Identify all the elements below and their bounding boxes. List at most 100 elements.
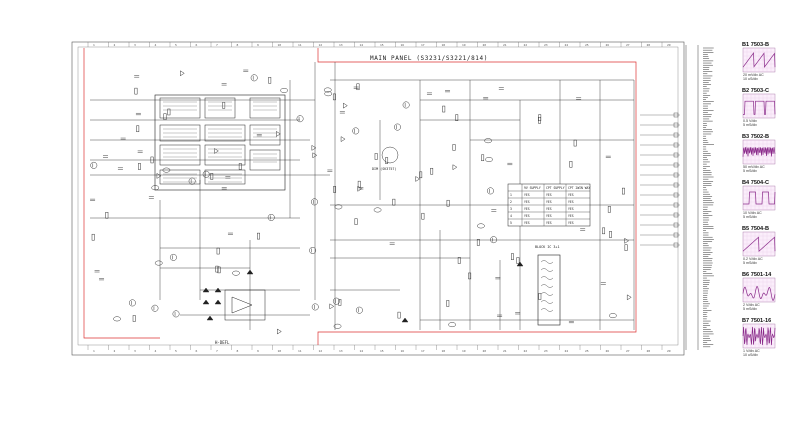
resistor bbox=[217, 266, 221, 274]
led-diode bbox=[202, 287, 210, 293]
ruler-number: 24 bbox=[565, 43, 569, 47]
resistor bbox=[138, 163, 141, 170]
ruler-number: 28 bbox=[647, 43, 651, 47]
table-cell: 5 bbox=[510, 221, 512, 225]
table-cell: 1 bbox=[510, 193, 512, 197]
table-cell: YES bbox=[546, 193, 552, 197]
resistor bbox=[134, 87, 138, 95]
ruler-number: 29 bbox=[667, 349, 671, 353]
transistor bbox=[267, 214, 275, 221]
ruler-number: 22 bbox=[524, 43, 528, 47]
resistor bbox=[385, 157, 389, 164]
waveform-scale-time: 5 mS/div bbox=[743, 123, 757, 127]
led-diode bbox=[202, 299, 210, 305]
waveform-title: B1 7503-B bbox=[742, 42, 769, 48]
ruler-number: 10 bbox=[278, 43, 282, 47]
connector-pin bbox=[673, 162, 679, 168]
ruler-number: 11 bbox=[298, 43, 302, 47]
table-cell: YES bbox=[524, 200, 530, 204]
waveform-scale-time: 5 mS/div bbox=[743, 307, 757, 311]
ruler-number: 7 bbox=[216, 43, 218, 47]
transistor bbox=[250, 74, 258, 82]
ruler-number: 11 bbox=[298, 349, 302, 353]
resistor bbox=[332, 93, 336, 101]
resistor bbox=[602, 227, 606, 235]
ruler-number: 3 bbox=[134, 349, 136, 353]
ruler-number: 7 bbox=[216, 349, 218, 353]
test-point bbox=[334, 204, 343, 210]
ruler-number: 6 bbox=[196, 43, 198, 47]
waveform-scale-time: 10 uS/div bbox=[743, 353, 758, 357]
table-cell: YES bbox=[546, 221, 552, 225]
waveform-trace bbox=[742, 326, 776, 346]
ruler-number: 29 bbox=[667, 43, 671, 47]
ruler-number: 6 bbox=[196, 349, 198, 353]
resistor bbox=[257, 232, 260, 240]
transistor bbox=[355, 306, 363, 314]
test-point bbox=[333, 323, 342, 329]
ic-outline bbox=[154, 94, 286, 191]
ruler-number: 1 bbox=[93, 349, 95, 353]
ruler-number: 4 bbox=[155, 349, 157, 353]
table-cell: 3 bbox=[510, 207, 512, 211]
ruler-number: 14 bbox=[360, 43, 364, 47]
transistor bbox=[394, 123, 401, 131]
ruler-number: 25 bbox=[585, 349, 589, 353]
diode bbox=[340, 136, 346, 143]
connector-pin bbox=[673, 172, 679, 178]
ruler-number: 2 bbox=[114, 43, 116, 47]
transistor bbox=[352, 127, 360, 135]
ruler-number: 19 bbox=[462, 349, 466, 353]
waveform-scale-time: 10 uS/div bbox=[743, 77, 758, 81]
transformer-winding bbox=[540, 268, 554, 272]
resistor bbox=[222, 102, 226, 109]
table-cell: YES bbox=[524, 221, 530, 225]
ruler-number: 27 bbox=[626, 349, 630, 353]
ruler-number: 5 bbox=[175, 43, 177, 47]
resistor bbox=[446, 199, 450, 207]
ruler-number: 24 bbox=[565, 349, 569, 353]
ruler-number: 10 bbox=[278, 349, 282, 353]
waveform-title: B2 7503-C bbox=[742, 88, 769, 94]
output-transistor bbox=[381, 146, 399, 164]
waveform-title: B3 7502-B bbox=[742, 134, 769, 140]
test-point bbox=[232, 270, 240, 276]
transistor bbox=[172, 310, 180, 318]
ruler-number: 1 bbox=[93, 43, 95, 47]
resistor bbox=[569, 161, 573, 168]
resistor bbox=[333, 186, 337, 193]
table-cell: YES bbox=[524, 193, 530, 197]
ruler-number: 20 bbox=[483, 43, 487, 47]
resistor bbox=[91, 233, 95, 241]
waveform-title: B6 7501-14 bbox=[742, 272, 772, 278]
waveform-b4: B4 7504-C10 V/div AC5 mS/div bbox=[742, 180, 776, 219]
transistor bbox=[311, 198, 318, 206]
table-cell: YES bbox=[568, 207, 574, 211]
waveform-title: B7 7501-16 bbox=[742, 318, 771, 324]
resistor bbox=[268, 77, 272, 84]
waveform-scale-volts: 50 mV/div AC bbox=[743, 165, 765, 169]
ruler-number: 21 bbox=[503, 43, 507, 47]
ic-block bbox=[159, 124, 201, 142]
led-diode bbox=[214, 299, 222, 305]
ruler-number: 19 bbox=[462, 43, 466, 47]
diode bbox=[180, 70, 185, 77]
ic-block-labels bbox=[154, 94, 561, 326]
resistor bbox=[538, 293, 542, 300]
ruler-number: 14 bbox=[360, 349, 364, 353]
resistor bbox=[476, 239, 480, 246]
ruler-number: 8 bbox=[237, 43, 239, 47]
transistor bbox=[90, 161, 98, 169]
ruler-number: 23 bbox=[544, 349, 548, 353]
transistor bbox=[188, 177, 196, 185]
transformer-winding bbox=[540, 284, 554, 288]
test-point bbox=[609, 313, 617, 319]
ruler-number: 13 bbox=[339, 43, 343, 47]
diode bbox=[214, 148, 219, 154]
diode bbox=[415, 176, 421, 182]
transformer-winding bbox=[540, 308, 554, 312]
ic-block bbox=[249, 124, 281, 146]
